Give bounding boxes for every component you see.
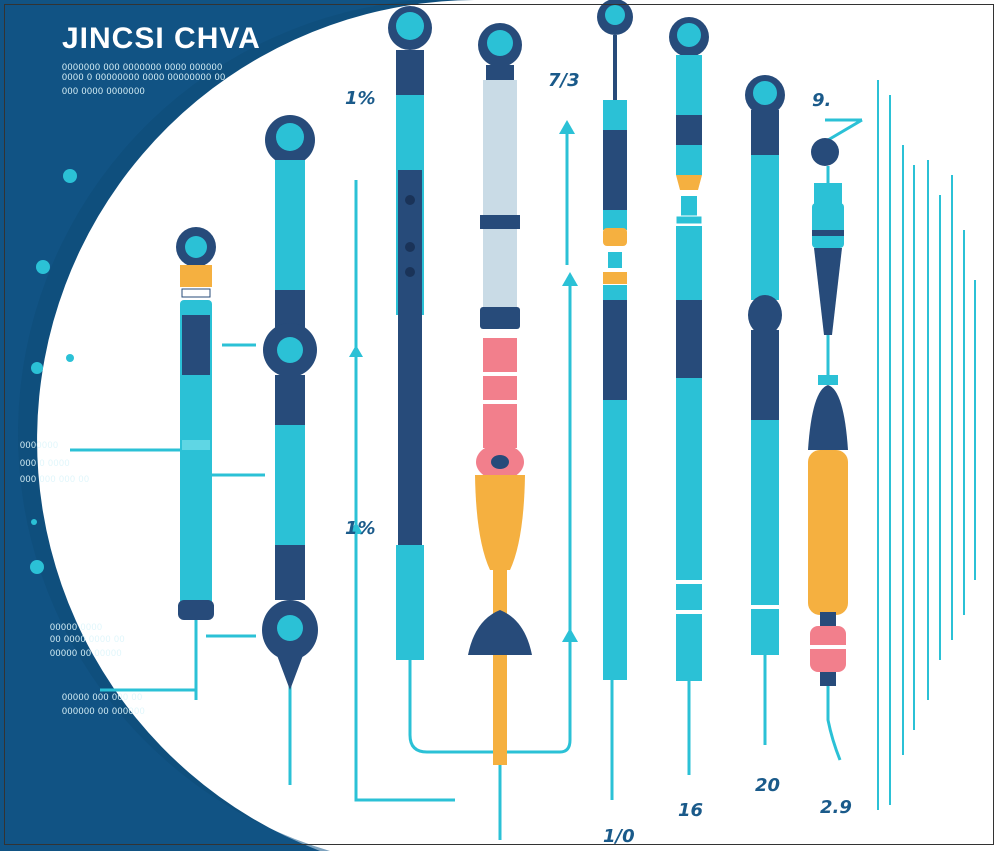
- tool-3: [388, 6, 432, 660]
- caption-4: 0000000: [20, 440, 59, 450]
- label-4: 1%: [345, 518, 376, 539]
- page-title: JINCSI CHVA: [62, 22, 261, 55]
- caption-10: 00000 000 000 00: [62, 692, 143, 702]
- label-7: 2.9: [820, 797, 852, 818]
- tool-7: [745, 75, 785, 655]
- caption-1: 0000000 000 0000000 0000 000000: [62, 62, 223, 72]
- caption-9: 00000 00 00000: [50, 648, 123, 658]
- caption-8: 00 0000 0000 00: [50, 634, 126, 644]
- connector-lines: [70, 118, 863, 840]
- caption-7: 00000 0000: [50, 622, 103, 632]
- bubbles: [30, 169, 77, 574]
- label-8: 1/0: [603, 826, 635, 847]
- caption-2: 0000 0 00000000 0000 00000000 00: [62, 72, 226, 82]
- tool-5: [597, 0, 633, 680]
- vertical-lines: [877, 80, 976, 810]
- tool-4: [468, 23, 532, 765]
- tool-1: [176, 227, 216, 620]
- caption-5: 000 0 0000: [20, 458, 71, 468]
- label-2: 7/3: [548, 70, 580, 91]
- tool-6: [669, 17, 709, 681]
- caption-6: 000 000 000 00: [20, 474, 90, 484]
- label-5: 16: [678, 800, 704, 821]
- tool-2: [262, 115, 318, 690]
- caption-11: 000000 00 000000: [62, 706, 146, 716]
- arrow-heads: [349, 120, 578, 642]
- label-6: 20: [755, 775, 781, 796]
- label-1: 1%: [345, 88, 376, 109]
- tool-8: [808, 138, 848, 686]
- label-3: 9.: [812, 90, 832, 111]
- caption-3: 000 0000 0000000: [62, 86, 146, 96]
